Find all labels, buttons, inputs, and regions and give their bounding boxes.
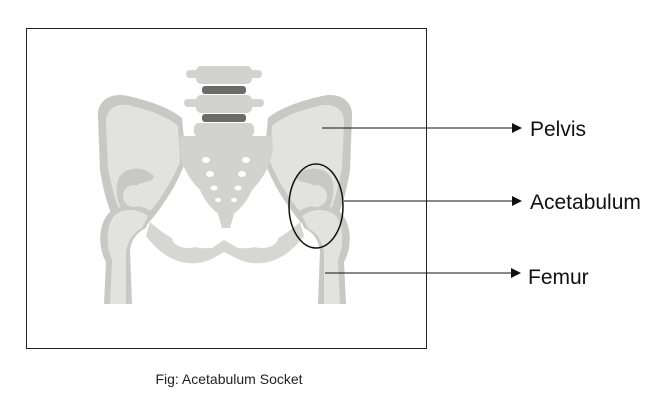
figure-caption: Fig: Acetabulum Socket	[155, 371, 303, 387]
vertebra-process	[184, 99, 264, 107]
vertebra-process	[186, 70, 262, 78]
pubic-arch	[146, 222, 304, 264]
femur-label: Femur	[528, 266, 589, 289]
right-femoral-head	[305, 185, 327, 207]
sacrum	[179, 136, 273, 218]
intervertebral-disc	[202, 86, 246, 94]
coccyx	[218, 214, 234, 228]
sacral-foramina	[202, 157, 250, 202]
pelvis-label: Pelvis	[530, 118, 586, 141]
intervertebral-disc	[202, 114, 246, 122]
acetabulum-highlight-circle	[288, 163, 344, 249]
pelvis-illustration	[97, 66, 353, 304]
left-femur	[107, 210, 148, 304]
right-femur	[302, 210, 343, 304]
right-obturator-foramen	[246, 228, 278, 248]
left-obturator-foramen	[172, 228, 204, 248]
left-femoral-head	[123, 185, 145, 207]
vertebra	[194, 123, 254, 137]
lumbar-spine	[184, 66, 264, 137]
acetabulum-label: Acetabulum	[530, 191, 641, 214]
